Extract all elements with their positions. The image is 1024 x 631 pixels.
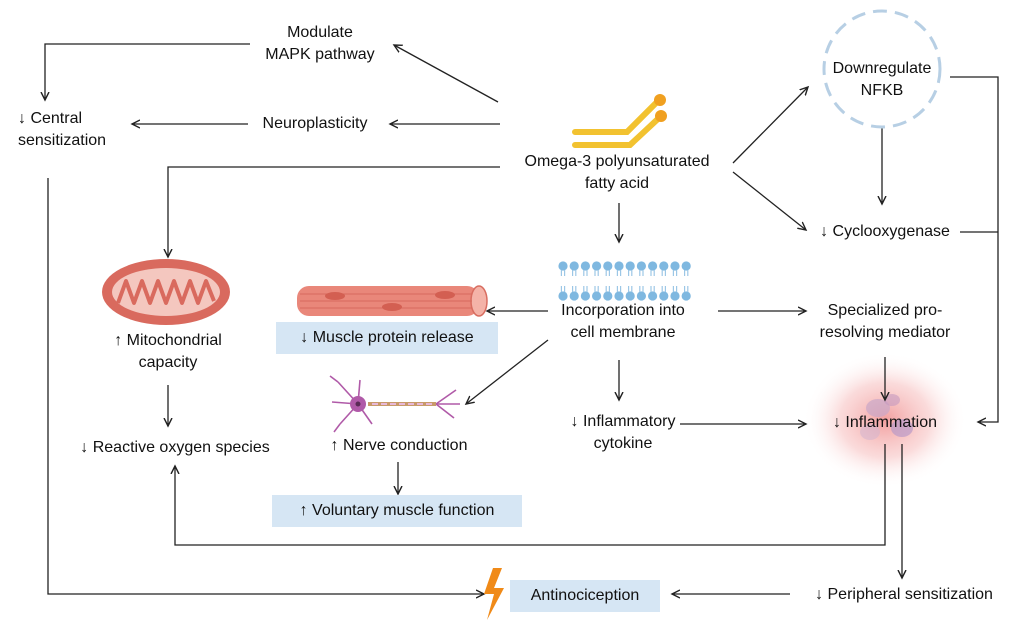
- reactive-oxygen-species-label: ↓ Reactive oxygen species: [80, 439, 270, 456]
- inflammation-label: ↓ Inflammation: [832, 414, 938, 431]
- omega3-molecule-icon: [572, 94, 667, 148]
- voluntary-muscle-function-box: ↑ Voluntary muscle function: [272, 495, 522, 527]
- mitochondrion-icon: [102, 259, 230, 325]
- antinociception-box: Antinociception: [510, 580, 660, 612]
- incorporation-membrane-label: Incorporation into cell membrane: [561, 302, 685, 341]
- neuroplasticity-label: Neuroplasticity: [262, 115, 368, 132]
- central-sensitization-label: ↓ Central sensitization: [18, 110, 107, 149]
- nerve-conduction-label: ↑ Nerve conduction: [330, 437, 468, 454]
- inflammatory-cytokine-label: ↓ Inflammatory cytokine: [570, 413, 676, 452]
- nfkb-dashed-circle-icon: [822, 9, 942, 129]
- cell-membrane-icon: [558, 261, 691, 301]
- cyclooxygenase-label: ↓ Cyclooxygenase: [820, 223, 950, 240]
- connectors: [45, 43, 999, 594]
- modulate-mapk-label: Modulate MAPK pathway: [265, 24, 375, 63]
- downregulate-nfkb-label: Downregulate NFKB: [832, 60, 932, 99]
- mitochondrial-capacity-label: ↑ Mitochondrial capacity: [114, 332, 222, 371]
- neuron-icon: [329, 375, 460, 433]
- inflammation-cells-icon: [803, 352, 967, 488]
- omega3-label: Omega-3 polyunsaturated fatty acid: [524, 153, 710, 192]
- peripheral-sensitization-label: ↓ Peripheral sensitization: [815, 586, 993, 603]
- lightning-icon: [484, 568, 504, 620]
- muscle-fiber-icon: [297, 285, 488, 317]
- muscle-protein-release-box: ↓ Muscle protein release: [276, 322, 498, 354]
- specialized-mediator-label: Specialized pro- resolving mediator: [819, 302, 951, 341]
